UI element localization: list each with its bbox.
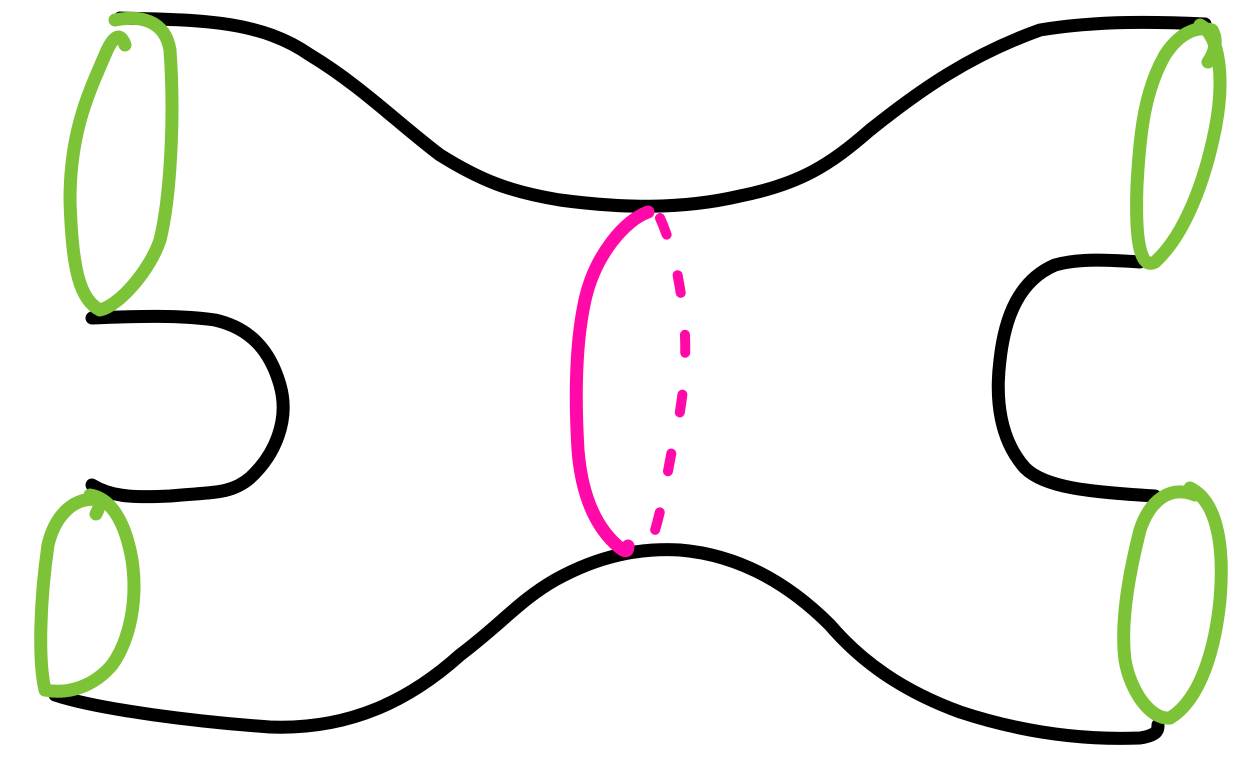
boundary-circle-top-left xyxy=(70,18,172,310)
surface-outline xyxy=(55,18,1205,738)
cut-curve-front-solid xyxy=(576,212,648,551)
boundary-circle-bottom-left xyxy=(41,495,134,691)
boundary-circle-top-right xyxy=(1137,25,1220,263)
top-edge xyxy=(120,18,1205,206)
boundary-circles xyxy=(41,18,1222,718)
cut-curve-back-dashed xyxy=(652,218,685,540)
bottom-edge xyxy=(55,550,1158,739)
cut-curve xyxy=(576,212,685,551)
boundary-circle-bottom-right xyxy=(1124,488,1222,718)
left-notch xyxy=(92,316,283,496)
right-notch xyxy=(998,260,1155,496)
